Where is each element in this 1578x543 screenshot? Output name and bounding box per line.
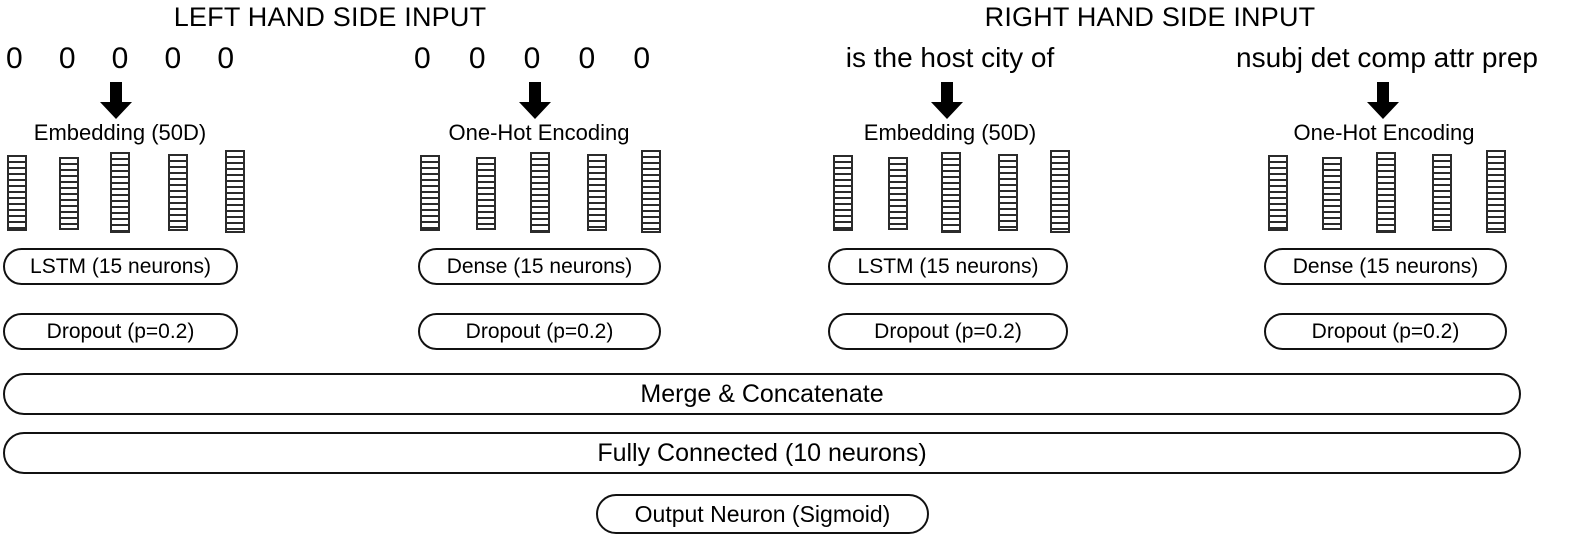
input-token: 0 (633, 42, 650, 75)
lhs-embedding-neuron-column (7, 155, 27, 231)
rhs-onehot-neuron-column (1432, 154, 1452, 231)
input-token: 0 (414, 42, 431, 75)
rhs-embedding-lstm-layer[interactable]: LSTM (15 neurons) (828, 248, 1068, 285)
lhs-onehot-dropout-layer[interactable]: Dropout (p=0.2) (418, 313, 661, 350)
rhs-embedding-encoder-label: Embedding (50D) (863, 120, 1037, 145)
lhs-embedding-neuron-column (225, 150, 245, 233)
lhs-onehot-input-tokens: 0 0 0 0 0 (408, 44, 656, 74)
lhs-onehot-down-arrow-wrap (518, 82, 552, 125)
input-token: 0 (164, 42, 182, 75)
left-hand-side-input-title: LEFT HAND SIDE INPUT (173, 2, 487, 32)
rhs-onehot-input-phrase: nsubj det comp attr prep (1236, 42, 1538, 73)
lhs-onehot-dense-layer[interactable]: Dense (15 neurons) (418, 248, 661, 285)
rhs-embedding-neuron-column (888, 157, 908, 230)
right-hand-side-input-title: RIGHT HAND SIDE INPUT (984, 2, 1316, 32)
rhs-embedding-neuron-column (833, 155, 853, 231)
input-token: 0 (578, 42, 596, 75)
output-neuron-layer[interactable]: Output Neuron (Sigmoid) (596, 494, 929, 534)
rhs-embedding-input-phrase: is the host city of (845, 42, 1055, 73)
lhs-onehot-neuron-column (420, 155, 440, 231)
rhs-embedding-neuron-column (998, 154, 1018, 231)
lhs-embedding-encoder-label: Embedding (50D) (33, 120, 207, 145)
input-token: 0 (111, 42, 129, 75)
lhs-embedding-neuron-column (168, 154, 188, 231)
rhs-onehot-neuron-column (1376, 152, 1396, 233)
input-token: 0 (523, 42, 541, 75)
down-arrow-icon (100, 82, 132, 119)
lhs-onehot-neuron-column (476, 157, 496, 230)
lhs-onehot-encoder-label: One-Hot Encoding (448, 120, 630, 145)
rhs-onehot-dense-layer[interactable]: Dense (15 neurons) (1264, 248, 1507, 285)
merge-concatenate-layer[interactable]: Merge & Concatenate (3, 373, 1521, 415)
fully-connected-layer[interactable]: Fully Connected (10 neurons) (3, 432, 1521, 474)
input-token: 0 (58, 42, 76, 75)
down-arrow-icon (1367, 82, 1399, 119)
lhs-onehot-neuron-column (530, 152, 550, 233)
rhs-onehot-dropout-layer[interactable]: Dropout (p=0.2) (1264, 313, 1507, 350)
rhs-onehot-neuron-column (1322, 157, 1342, 230)
lhs-onehot-neuron-column (641, 150, 661, 233)
rhs-onehot-neuron-column (1268, 155, 1288, 231)
lhs-embedding-neuron-column (59, 157, 79, 230)
input-token: 0 (468, 42, 486, 75)
rhs-onehot-neuron-column (1486, 150, 1506, 233)
rhs-embedding-neuron-column (941, 152, 961, 233)
down-arrow-icon (519, 82, 551, 119)
lhs-onehot-neuron-column (587, 154, 607, 231)
lhs-embedding-input-tokens: 0 0 0 0 0 (0, 44, 240, 74)
input-token: 0 (6, 42, 23, 75)
down-arrow-icon (931, 82, 963, 119)
lhs-embedding-down-arrow-wrap (99, 82, 133, 125)
rhs-onehot-down-arrow-wrap (1366, 82, 1400, 125)
lhs-embedding-lstm-layer[interactable]: LSTM (15 neurons) (3, 248, 238, 285)
rhs-embedding-dropout-layer[interactable]: Dropout (p=0.2) (828, 313, 1068, 350)
rhs-embedding-neuron-column (1050, 150, 1070, 233)
rhs-onehot-encoder-label: One-Hot Encoding (1293, 120, 1475, 145)
lhs-embedding-dropout-layer[interactable]: Dropout (p=0.2) (3, 313, 238, 350)
rhs-embedding-down-arrow-wrap (930, 82, 964, 125)
lhs-embedding-neuron-column (110, 152, 130, 233)
input-token: 0 (217, 42, 234, 75)
